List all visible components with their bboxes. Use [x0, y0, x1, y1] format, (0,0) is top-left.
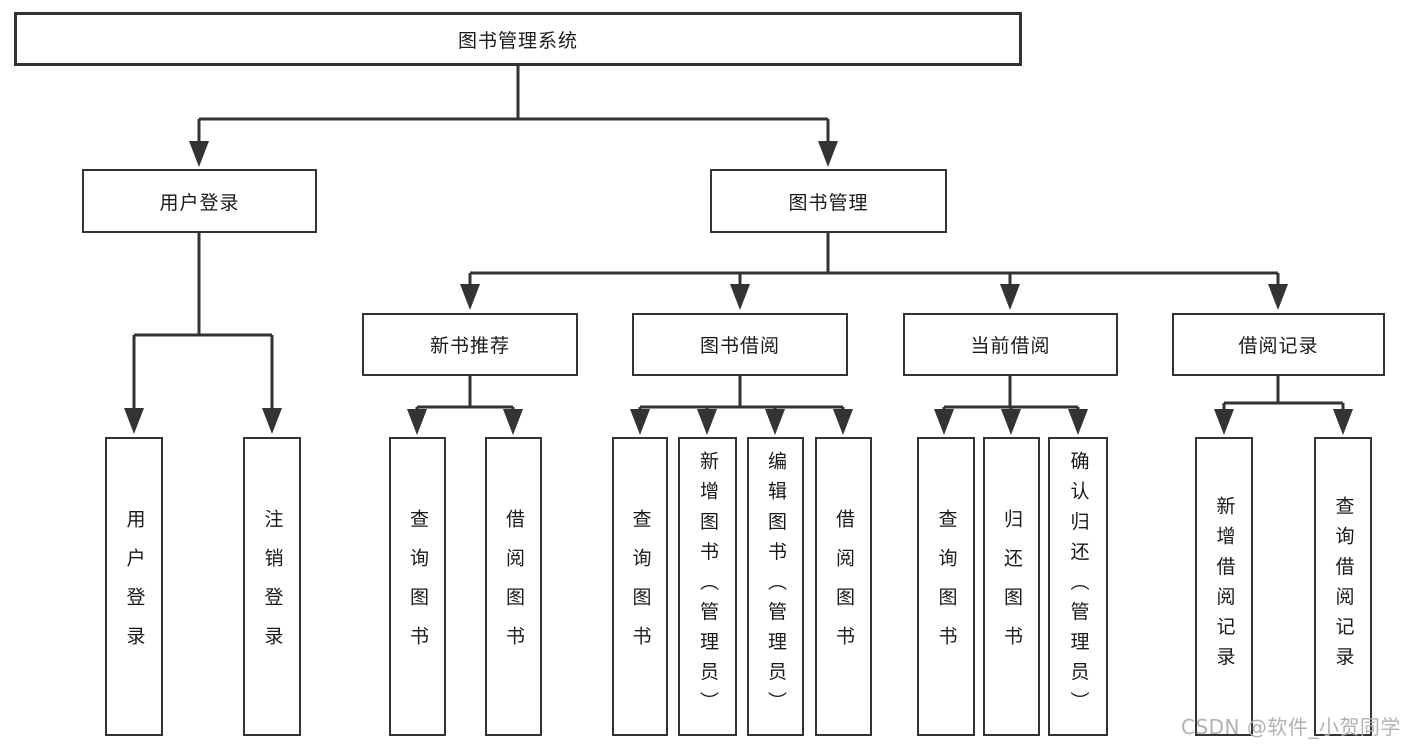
node-label: 新增借阅记录	[1213, 496, 1236, 677]
node-logout: 注销登录	[243, 437, 301, 736]
node-query-borrow-record: 查询借阅记录	[1314, 437, 1372, 736]
node-bb-borrow-books: 借阅图书	[815, 437, 872, 736]
node-label: 借阅图书	[503, 508, 525, 665]
node-label: 确认归还（管理员）	[1067, 451, 1090, 722]
node-current-borrow: 当前借阅	[903, 313, 1118, 376]
node-label: 归还图书	[1001, 508, 1023, 665]
connector-root-to-level2	[189, 66, 838, 167]
connector-borrow-record-to-leaves	[1214, 376, 1353, 435]
node-add-borrow-record: 新增借阅记录	[1195, 437, 1253, 736]
node-borrow-record: 借阅记录	[1172, 313, 1385, 376]
node-rec-query-books: 查询图书	[389, 437, 446, 736]
connector-user-login-to-leaves	[124, 233, 282, 434]
node-label: 查询图书	[629, 508, 652, 665]
node-confirm-return-admin: 确认归还（管理员）	[1048, 437, 1108, 736]
node-label: 图书管理系统	[457, 29, 578, 52]
connector-book-borrow-to-leaves	[630, 376, 853, 435]
node-label: 查询借阅记录	[1332, 496, 1355, 677]
node-label: 图书管理	[788, 191, 869, 214]
node-label: 查询图书	[935, 508, 958, 665]
node-label: 新书推荐	[429, 335, 510, 357]
node-label: 用户登录	[159, 191, 240, 214]
node-edit-books-admin: 编辑图书（管理员）	[747, 437, 804, 736]
node-label: 编辑图书（管理员）	[765, 451, 787, 722]
node-label: 用户登录	[123, 508, 146, 665]
node-label: 新增图书（管理员）	[697, 451, 719, 722]
connector-book-mgmt-to-level3	[460, 233, 1288, 310]
node-return-books: 归还图书	[983, 437, 1040, 736]
node-library-management-system: 图书管理系统	[14, 12, 1022, 66]
node-label: 当前借阅	[970, 335, 1051, 357]
node-label: 注销登录	[261, 508, 284, 665]
node-cb-query-books: 查询图书	[917, 437, 975, 736]
node-label: 借阅记录	[1238, 335, 1319, 357]
node-user-login-leaf: 用户登录	[105, 437, 163, 736]
connector-new-book-to-leaves	[407, 376, 523, 435]
csdn-watermark: CSDN @软件_小贺同学	[1181, 715, 1401, 739]
node-rec-borrow-books: 借阅图书	[485, 437, 542, 736]
node-new-book-recommend: 新书推荐	[362, 313, 578, 376]
node-label: 借阅图书	[833, 508, 855, 665]
node-label: 查询图书	[407, 508, 429, 665]
connector-current-borrow-to-leaves	[934, 376, 1088, 435]
node-bb-query-books: 查询图书	[612, 437, 668, 736]
node-book-management: 图书管理	[710, 169, 947, 233]
node-book-borrow: 图书借阅	[632, 313, 848, 376]
node-add-books-admin: 新增图书（管理员）	[678, 437, 737, 736]
node-label: 图书借阅	[699, 335, 780, 357]
node-user-login: 用户登录	[82, 169, 317, 233]
